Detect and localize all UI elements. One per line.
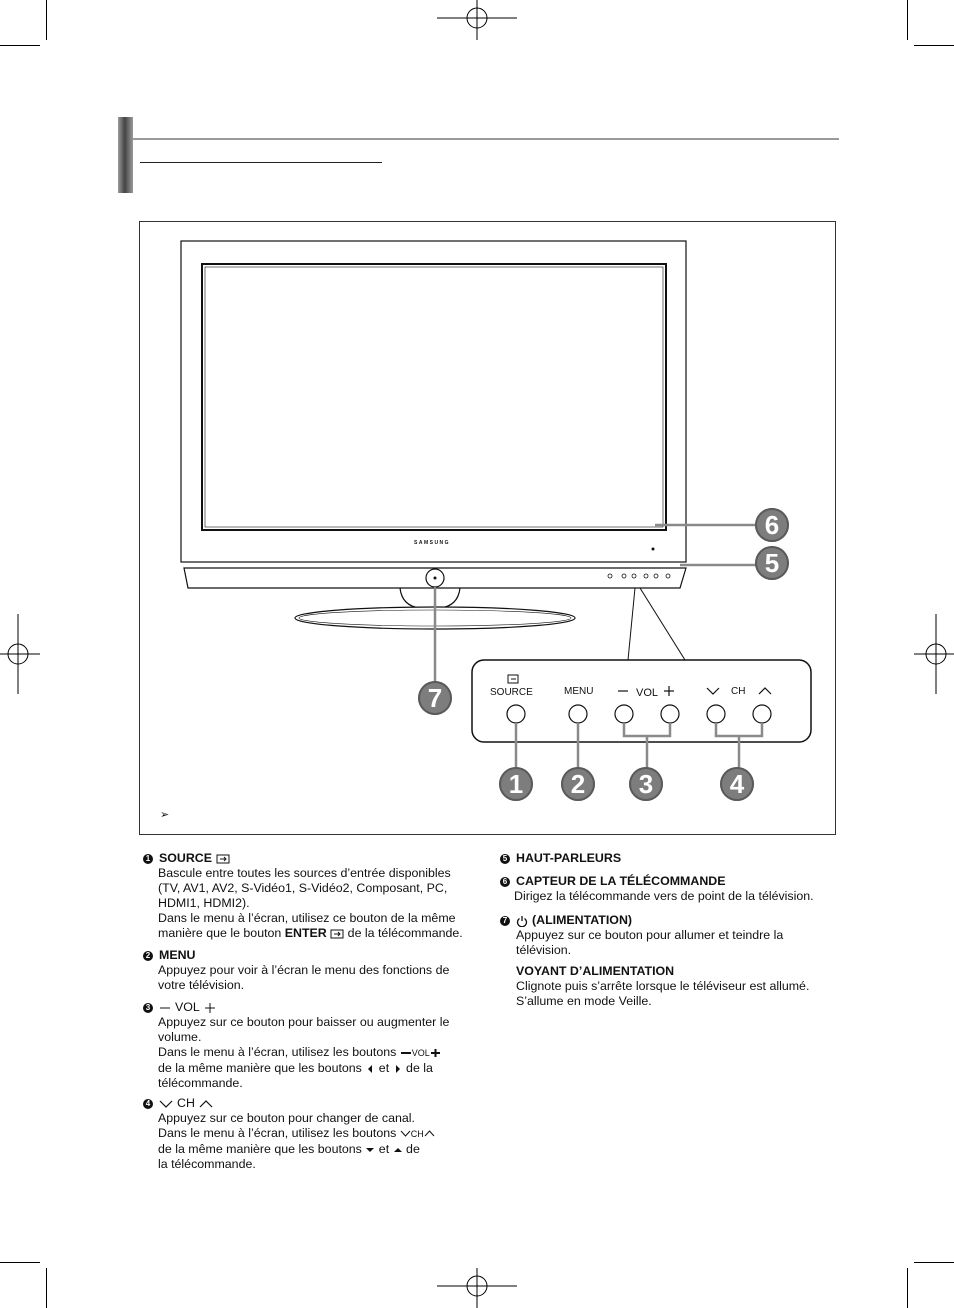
power-led-line: Clignote puis s’arrête lorsque le télévi… xyxy=(516,979,810,993)
callout-4: 4 xyxy=(720,767,754,801)
item-speakers: 5 HAUT-PARLEURS xyxy=(500,851,840,866)
item-power: 7 (ALIMENTATION) Appuyez sur ce bouton p… xyxy=(500,913,840,1009)
item-remote-sensor-line: Dirigez la télécommande vers de point de… xyxy=(514,889,814,903)
registration-mark-right xyxy=(914,614,954,694)
enter-label: ENTER xyxy=(284,926,327,940)
callout-7: 7 xyxy=(418,681,452,715)
item-source-line: Bascule entre toutes les sources d’entré… xyxy=(158,866,451,880)
item-power-title: (ALIMENTATION) xyxy=(532,913,633,927)
bullet-2: 2 xyxy=(143,950,153,961)
header-block xyxy=(118,117,133,193)
brand-logo: SAMSUNG xyxy=(414,540,451,546)
item-vol-line: télécommande. xyxy=(158,1076,243,1090)
power-icon xyxy=(516,915,528,927)
item-ch-line: Dans le menu à l’écran, utilisez les bou… xyxy=(158,1126,483,1142)
chevron-down-icon xyxy=(159,1100,173,1108)
panel-label-vol: VOL xyxy=(636,687,659,699)
item-speakers-title: HAUT-PARLEURS xyxy=(516,851,622,865)
header-subrule xyxy=(140,162,382,163)
item-source: 1 SOURCE Bascule entre toutes les source… xyxy=(143,851,483,941)
item-vol-line: volume. xyxy=(158,1030,202,1044)
bullet-1: 1 xyxy=(143,853,153,864)
power-led-line: S’allume en mode Veille. xyxy=(516,994,652,1008)
registration-mark-bottom xyxy=(437,1268,517,1308)
up-arrow-icon xyxy=(393,1147,402,1152)
ch-inline-label: CH xyxy=(410,1129,424,1139)
callout-2: 2 xyxy=(561,767,595,801)
plus-icon xyxy=(430,1048,440,1057)
down-arrow-icon xyxy=(366,1147,375,1152)
callout-1: 1 xyxy=(499,767,533,801)
item-ch-title: CH xyxy=(177,1096,195,1110)
item-source-line: HDMI1, HDMI2). xyxy=(158,896,250,910)
item-menu-line: Appuyez pour voir à l’écran le menu des … xyxy=(158,963,450,977)
power-led-title: VOYANT D’ALIMENTATION xyxy=(516,964,675,978)
plus-icon xyxy=(204,1002,215,1013)
vol-inline-label: VOL xyxy=(411,1048,430,1058)
callout-5: 5 xyxy=(755,546,789,580)
item-ch: 4 CH Appuyez sur ce bouton pour changer … xyxy=(143,1096,483,1172)
right-arrow-icon xyxy=(395,1064,400,1073)
figure-frame xyxy=(139,221,836,835)
minus-icon xyxy=(400,1051,411,1054)
header-rule xyxy=(133,138,839,140)
callout-6: 6 xyxy=(755,508,789,542)
minus-icon xyxy=(160,1007,170,1008)
item-vol: 3 VOL Appuyez sur ce bouton pour baisser… xyxy=(143,1000,483,1091)
note-arrow: ➢ xyxy=(160,809,170,821)
chevron-down-icon xyxy=(400,1130,411,1137)
callout-3: 3 xyxy=(629,767,663,801)
item-menu: 2 MENU Appuyez pour voir à l’écran le me… xyxy=(143,948,483,993)
item-menu-line: votre télévision. xyxy=(158,978,245,992)
tv-illustration xyxy=(180,240,812,768)
chevron-up-icon xyxy=(199,1099,213,1107)
item-ch-line: de la même manière que les boutons et de xyxy=(158,1142,420,1156)
panel-label-menu: MENU xyxy=(564,686,594,697)
bullet-3: 3 xyxy=(143,1002,153,1013)
item-source-line: Dans le menu à l’écran, utilisez ce bout… xyxy=(158,911,456,925)
chevron-up-icon xyxy=(424,1130,435,1137)
item-vol-line: Appuyez sur ce bouton pour baisser ou au… xyxy=(158,1015,450,1029)
bullet-6: 6 xyxy=(500,876,510,887)
registration-mark-top xyxy=(437,0,517,40)
item-source-line: (TV, AV1, AV2, S-Vidéo1, S-Vidéo2, Compo… xyxy=(158,881,448,895)
item-vol-title: VOL xyxy=(175,1000,200,1014)
item-menu-title: MENU xyxy=(159,948,196,962)
bullet-4: 4 xyxy=(143,1098,153,1109)
item-remote-sensor: 6 CAPTEUR DE LA TÉLÉCOMMANDE Dirigez la … xyxy=(500,874,840,904)
bullet-7: 7 xyxy=(500,915,510,926)
panel-label-source: SOURCE xyxy=(490,687,533,698)
panel-label-ch: CH xyxy=(731,686,746,697)
bullet-5: 5 xyxy=(500,853,510,864)
item-ch-line: Appuyez sur ce bouton pour changer de ca… xyxy=(158,1111,415,1125)
left-arrow-icon xyxy=(368,1064,373,1073)
item-power-line: télévision. xyxy=(516,943,572,957)
item-ch-line: la télécommande. xyxy=(158,1157,256,1171)
item-remote-sensor-title: CAPTEUR DE LA TÉLÉCOMMANDE xyxy=(516,874,726,888)
item-source-line: manière que le bouton ENTER de la téléco… xyxy=(158,926,463,940)
item-power-line: Appuyez sur ce bouton pour allumer et te… xyxy=(516,928,784,942)
registration-mark-left xyxy=(0,614,40,694)
item-vol-line: de la même manière que les boutons et de… xyxy=(158,1061,433,1075)
item-vol-line: Dans le menu à l’écran, utilisez les bou… xyxy=(158,1045,483,1061)
source-icon xyxy=(216,854,230,863)
item-source-title: SOURCE xyxy=(159,851,213,865)
enter-icon xyxy=(330,929,344,939)
